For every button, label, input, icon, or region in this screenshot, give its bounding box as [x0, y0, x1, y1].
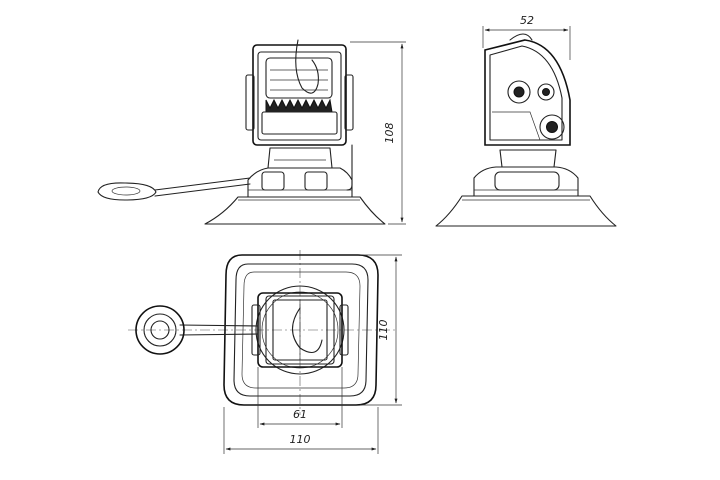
- side-neck: [267, 147, 333, 169]
- front-view: [435, 33, 617, 227]
- dimension-top-width: 110: [223, 407, 379, 454]
- top-body: [257, 292, 343, 368]
- dimension-side-height: 108: [350, 41, 406, 225]
- side-base: [204, 196, 386, 225]
- top-view: [128, 250, 395, 415]
- dim-label-110-horizontal: 110: [290, 433, 311, 446]
- front-knob-top: [507, 80, 531, 104]
- front-body: [484, 39, 571, 146]
- top-tether-strap: [179, 324, 259, 336]
- dim-label-61: 61: [293, 408, 307, 421]
- front-knob-small: [537, 83, 555, 101]
- top-mount-ring: [255, 285, 345, 375]
- dim-label-110-vertical: 110: [377, 320, 390, 341]
- side-wire: [295, 39, 319, 94]
- side-mount-ring: [247, 167, 353, 198]
- top-base-outer: [223, 254, 379, 406]
- dim-label-52: 52: [520, 14, 534, 27]
- dimension-top-height: 110: [360, 254, 402, 406]
- dimension-top-inner-width: 61: [257, 367, 343, 428]
- side-tether-cap: [97, 182, 157, 201]
- top-tether-ring: [135, 305, 185, 355]
- front-base: [435, 195, 617, 227]
- dimension-front-width: 52: [482, 14, 571, 60]
- side-body: [252, 44, 347, 146]
- side-gear-teeth: [265, 98, 333, 113]
- side-view: [97, 39, 386, 225]
- side-tether: [154, 177, 251, 197]
- front-knob-bottom: [539, 114, 565, 140]
- dim-label-108: 108: [383, 123, 396, 144]
